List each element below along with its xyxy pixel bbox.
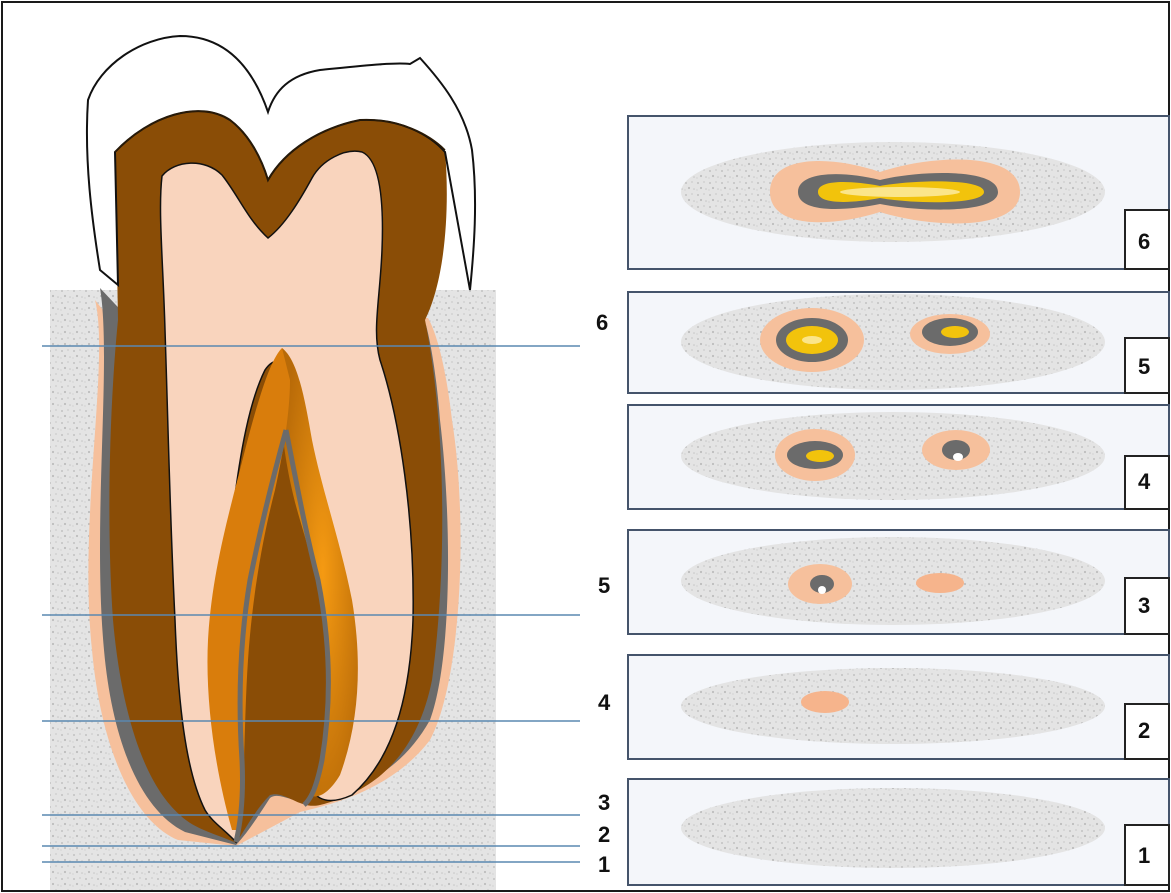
level-label-6: 6 [596,310,608,335]
cross-section-panel-6: 6 [628,116,1169,269]
cross-section-panel-5: 5 [628,292,1169,393]
panel-label-4: 4 [1138,469,1151,494]
bone-ellipse [681,788,1105,868]
panel-label-1: 1 [1138,843,1150,868]
pulp-yellow-right [941,326,969,338]
pulp-highlight-left [802,336,822,344]
level-label-4: 4 [598,690,611,715]
pulp-yellow-left [806,450,834,462]
cross-section-panel-3: 3 [628,530,1169,634]
level-label-5: 5 [598,573,610,598]
bone-ellipse [681,294,1105,390]
level-label-1: 1 [598,852,610,877]
level-label-3: 3 [598,790,610,815]
gingiva-spot [801,691,849,713]
cross-section-panel-1: 1 [628,779,1169,885]
pulp-highlight [840,187,960,197]
panel-label-5: 5 [1138,354,1150,379]
panel-label-2: 2 [1138,718,1150,743]
pulp-dot-left [818,586,826,594]
cross-section-panel-2: 2 [628,655,1169,759]
level-label-2: 2 [598,822,610,847]
panel-label-6: 6 [1138,229,1150,254]
bone-ellipse [681,668,1105,744]
cross-section-panel-4: 4 [628,405,1169,509]
bone-ellipse [681,412,1105,500]
panel-label-3: 3 [1138,593,1150,618]
gingiva-spot-right [916,573,964,593]
bone-ellipse [681,537,1105,625]
pulp-dot-right [953,453,963,461]
